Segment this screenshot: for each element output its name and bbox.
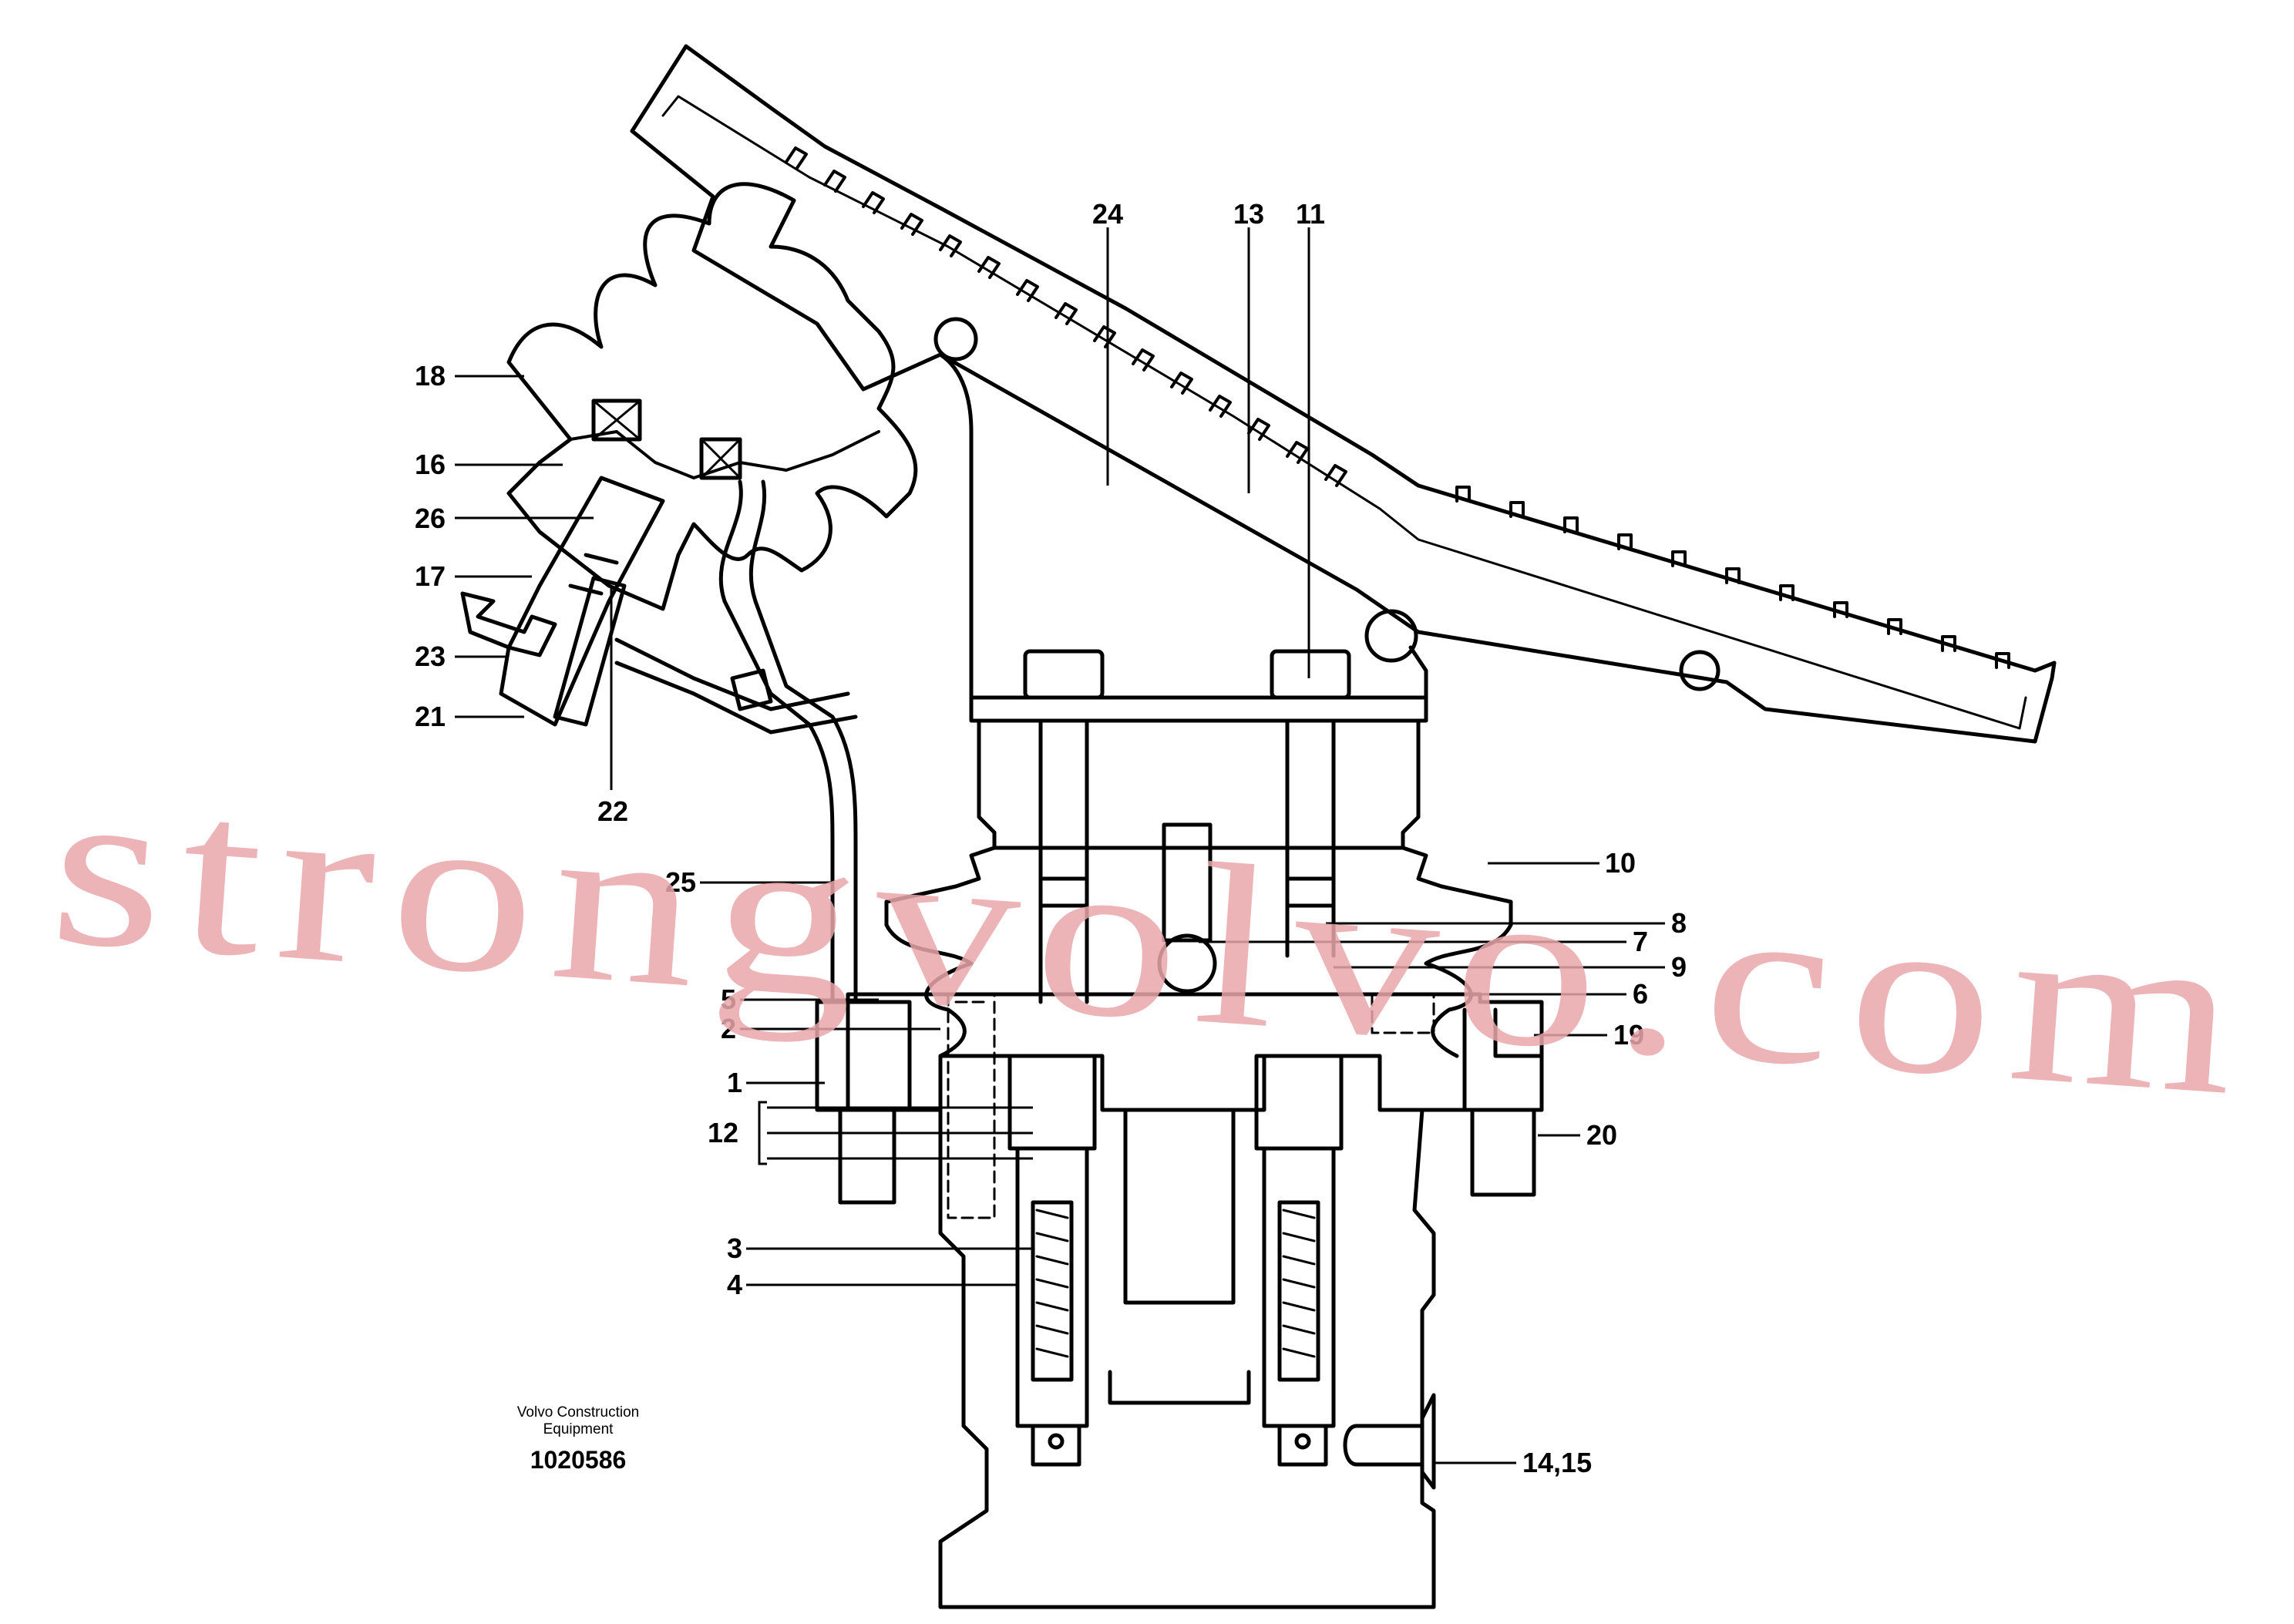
left-spool-pin bbox=[1048, 1433, 1065, 1450]
center-ball bbox=[1157, 933, 1217, 994]
support-bracket bbox=[938, 352, 1428, 700]
left-spool-cap bbox=[1031, 1424, 1081, 1467]
callout-10: 10 bbox=[1605, 847, 1636, 879]
sensor-cross-right bbox=[700, 438, 742, 479]
leader-lines bbox=[455, 227, 1665, 1464]
bolt-head-right bbox=[1270, 649, 1351, 700]
callout-3: 3 bbox=[727, 1232, 742, 1264]
callout-11: 11 bbox=[1296, 198, 1325, 230]
sensor-rod bbox=[553, 576, 627, 727]
bellows-folds bbox=[569, 430, 880, 479]
callout-12: 12 bbox=[708, 1117, 738, 1148]
bracket-plate bbox=[460, 591, 557, 657]
valve-body-lower bbox=[938, 1108, 1436, 1609]
caption-block: Volvo Construction Equipment 1020586 bbox=[517, 1404, 639, 1474]
callout-22: 22 bbox=[597, 795, 628, 827]
right-spring-coils bbox=[1282, 1209, 1316, 1358]
pedal-hinge bbox=[1364, 609, 1418, 663]
pedal-inner-line bbox=[661, 95, 2027, 730]
caption-line-1: Volvo Construction bbox=[517, 1404, 639, 1421]
callout-18: 18 bbox=[415, 360, 446, 392]
right-spool-spring bbox=[1277, 1200, 1320, 1382]
upper-bellows bbox=[506, 182, 918, 611]
sensor-stem bbox=[499, 476, 665, 727]
callout-1: 1 bbox=[727, 1067, 742, 1098]
watermark: strongvolvo.com bbox=[44, 735, 2261, 1145]
pedal-stop bbox=[1679, 650, 1720, 691]
housing-pocket bbox=[1108, 1108, 1251, 1405]
bolt-shank-right bbox=[1285, 718, 1336, 958]
sensor-cross-left bbox=[592, 399, 641, 441]
center-plunger bbox=[1162, 822, 1213, 943]
right-spool-pin bbox=[1294, 1433, 1311, 1450]
sensor-cable-sheath bbox=[614, 637, 858, 735]
callout-24: 24 bbox=[1092, 198, 1123, 230]
port-fitting bbox=[1343, 1393, 1436, 1490]
right-spool-sleeve bbox=[1262, 1146, 1336, 1428]
bolt-shank-left bbox=[1038, 718, 1089, 1004]
callout-23: 23 bbox=[415, 641, 446, 672]
callout-26: 26 bbox=[415, 503, 446, 534]
callout-14-15: 14,15 bbox=[1522, 1447, 1592, 1478]
housing-flange bbox=[884, 846, 1513, 927]
pedal-pivot-upper bbox=[933, 317, 978, 361]
callout-25: 25 bbox=[665, 866, 696, 898]
left-spool-sleeve bbox=[1015, 1146, 1089, 1428]
cover-plate bbox=[969, 695, 1428, 723]
right-mount-bolt bbox=[1462, 1007, 1544, 1197]
pedal-valve-drawing bbox=[460, 44, 2057, 1609]
callout-13: 13 bbox=[1233, 198, 1264, 230]
pedal-tread bbox=[785, 146, 2010, 669]
housing-upper bbox=[977, 718, 1421, 850]
right-spool-cap bbox=[1277, 1424, 1328, 1467]
callout-8: 8 bbox=[1671, 907, 1687, 939]
callout-9: 9 bbox=[1671, 951, 1687, 983]
hidden-bolt-left bbox=[947, 993, 996, 1219]
callout-4: 4 bbox=[727, 1269, 742, 1300]
callout-16: 16 bbox=[415, 449, 446, 480]
cable-clip bbox=[730, 668, 773, 711]
pedal-plate bbox=[630, 44, 2057, 744]
callout-21: 21 bbox=[415, 701, 446, 732]
pedal-plate-edge bbox=[684, 44, 2057, 673]
hidden-bolt-right bbox=[1371, 993, 1435, 1034]
caption-line-2: Equipment bbox=[543, 1421, 614, 1437]
callout-7: 7 bbox=[1633, 926, 1648, 957]
left-spool-spring bbox=[1031, 1200, 1074, 1382]
callout-5: 5 bbox=[721, 983, 736, 1015]
callout-17: 17 bbox=[415, 560, 446, 592]
drawing-number: 1020586 bbox=[530, 1446, 627, 1474]
left-spool-body bbox=[1007, 1054, 1097, 1151]
bolt-head-left bbox=[1023, 649, 1105, 700]
callout-6: 6 bbox=[1633, 978, 1648, 1010]
callout-2: 2 bbox=[721, 1013, 736, 1044]
callout-20: 20 bbox=[1586, 1119, 1617, 1151]
callout-labels: 24 13 11 18 16 26 17 23 21 22 25 10 8 7 … bbox=[415, 198, 1687, 1478]
leader-12-bracket bbox=[758, 1101, 767, 1165]
left-mount-bolt bbox=[815, 1000, 912, 1205]
left-spring-coils bbox=[1035, 1209, 1069, 1358]
callout-19: 19 bbox=[1613, 1019, 1644, 1051]
